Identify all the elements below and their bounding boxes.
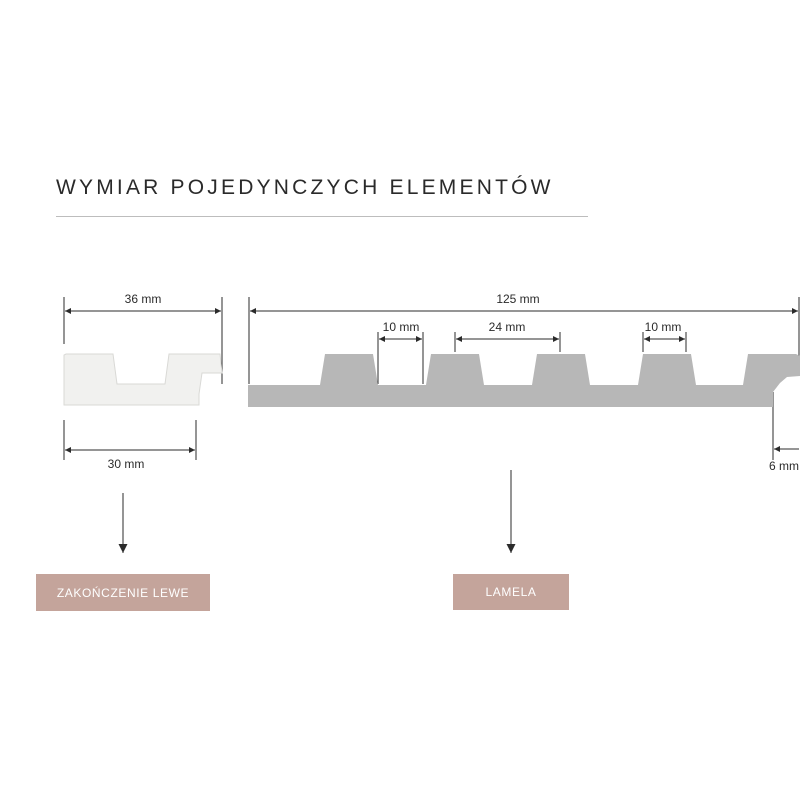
page-title: WYMIAR POJEDYNCZYCH ELEMENTÓW (56, 176, 554, 199)
label-left-end: ZAKOŃCZENIE LEWE (36, 574, 210, 611)
left-end-piece-profile (63, 353, 223, 406)
dim-label-groove-left: 10 mm (383, 320, 420, 334)
slat-profile (248, 354, 800, 407)
dim-label-125mm: 125 mm (496, 292, 539, 306)
dim-label-groove-right: 10 mm (645, 320, 682, 334)
dim-label-tongue: 6 mm (769, 459, 799, 473)
dim-label-rib: 24 mm (489, 320, 526, 334)
label-slat: LAMELA (453, 574, 569, 610)
title-divider (56, 216, 588, 217)
dim-label-36mm: 36 mm (125, 292, 162, 306)
dim-label-30mm: 30 mm (108, 457, 145, 471)
